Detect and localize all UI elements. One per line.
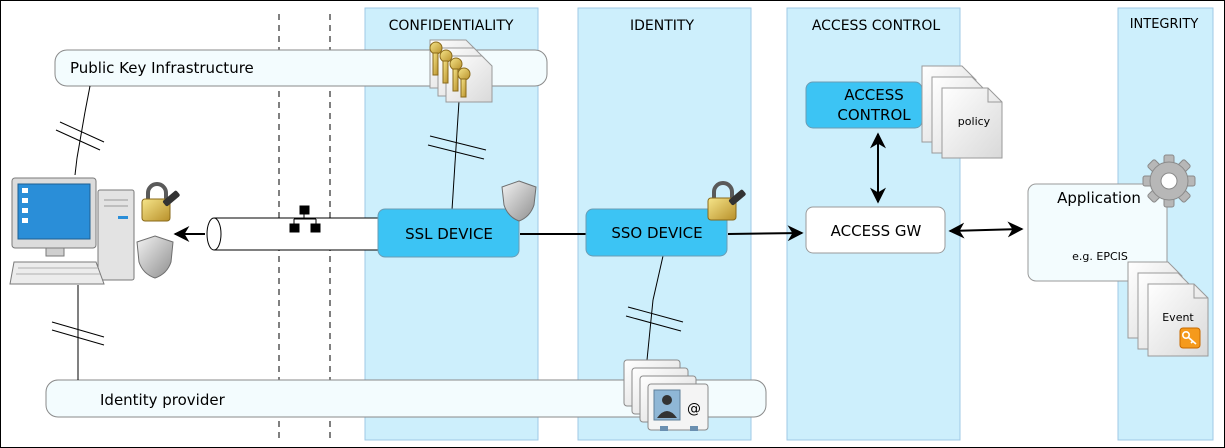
padlock-icon: [141, 182, 180, 222]
pki-bar-label: Public Key Infrastructure: [70, 59, 254, 77]
application-box: [1027, 183, 1168, 282]
sso-padlock-icon: [707, 181, 746, 221]
arrow-sso-to-gateway: [727, 225, 804, 242]
gear-icon: [1142, 154, 1196, 208]
ssl-device-label: SSL DEVICE: [405, 225, 493, 243]
column-title-confidentiality: CONFIDENTIALITY: [389, 18, 514, 34]
shield-icon: [136, 235, 174, 279]
application-sublabel: e.g. EPCIS: [1072, 250, 1128, 263]
access-gateway-box: [805, 206, 946, 254]
network-icon: [289, 205, 321, 233]
ssl-device: [377, 208, 520, 258]
sso-device-label: SSO DEVICE: [611, 224, 702, 242]
svg-text:@: @: [687, 401, 701, 417]
computer-icon: [9, 177, 135, 285]
arrow-gateway-application: [948, 221, 1024, 239]
policy-document-label: policy: [958, 115, 991, 128]
policy-documents-icon: [921, 65, 1003, 159]
connector-computer-idp: [51, 285, 105, 380]
access-gateway-label: ACCESS GW: [831, 222, 922, 240]
ssl-shield-icon: [501, 180, 537, 222]
sso-device: [585, 208, 728, 257]
pki-bar: [54, 49, 548, 87]
certificate-keys-icon: [429, 39, 493, 103]
column-title-identity: IDENTITY: [630, 18, 694, 34]
key-badge-icon: [1179, 327, 1201, 349]
column-title-access-control: ACCESS CONTROL: [812, 18, 941, 34]
identity-provider-bar: [45, 379, 767, 418]
application-label: Application: [1057, 189, 1141, 207]
identity-provider-bar-label: Identity provider: [100, 391, 226, 409]
secure-tunnel: [206, 217, 379, 251]
identity-cards-icon: @: [623, 359, 709, 431]
column-title-integrity: INTEGRITY: [1130, 17, 1199, 32]
event-document-label: Event: [1162, 311, 1194, 324]
connector-pki-computer: [55, 85, 105, 176]
access-control-label-line2: CONTROL: [837, 106, 911, 124]
access-control-label-line1: ACCESS: [844, 86, 903, 104]
